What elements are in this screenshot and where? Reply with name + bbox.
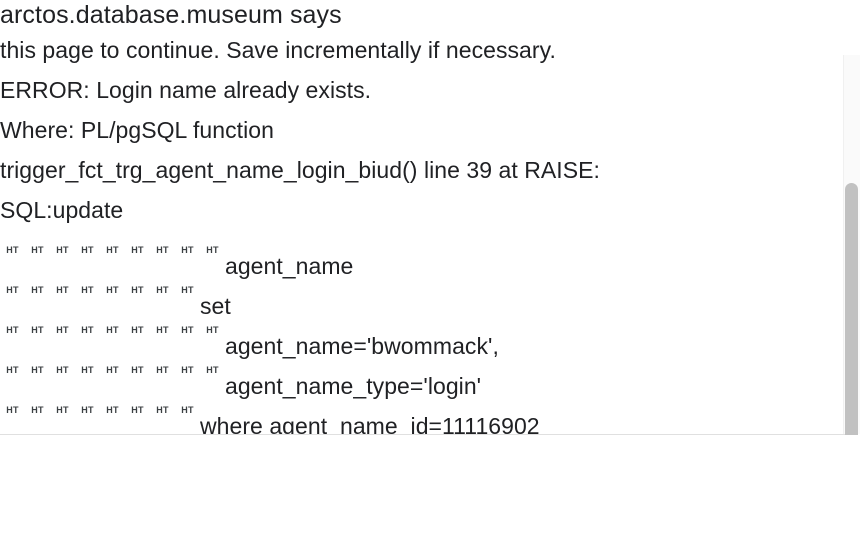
horizontal-tab-icon: HT [106,325,119,335]
dialog-title: arctos.database.museum says [0,1,342,29]
horizontal-tab-icon: HT [106,365,119,375]
horizontal-tab-icon: HT [206,245,219,255]
message-line-text: where agent_name_id=11116902 [200,413,540,434]
horizontal-tab-icon: HT [81,405,94,415]
horizontal-tab-icon: HT [156,325,169,335]
message-line: HT HT HT HT HT HT HT HT where agent_name_id=1111… [0,390,830,434]
horizontal-tab-icon: HT [131,285,144,295]
message-line: trigger_fct_trg_agent_name_login_biud() … [0,150,830,190]
vertical-scrollbar-track[interactable] [843,55,860,485]
message-line-text: this page to continue. Save incrementall… [0,37,556,63]
horizontal-tab-icon: HT [181,405,194,415]
horizontal-tab-icon: HT [31,405,44,415]
dialog-message-text: this page to continue. Save incrementall… [0,36,830,434]
horizontal-tab-icon: HT [31,285,44,295]
horizontal-tab-icon: HT [181,325,194,335]
message-line: HT HT HT HT HT HT HT HT HT agent_name [0,230,830,279]
message-line: ERROR: Login name already exists. [0,70,830,110]
horizontal-tab-icon: HT [106,405,119,415]
horizontal-tab-icon: HT [6,325,19,335]
tab-control-glyphs: HT HT HT HT HT HT HT HT HT [0,350,225,406]
vertical-scrollbar-thumb[interactable] [845,183,858,485]
horizontal-tab-icon: HT [56,285,69,295]
horizontal-tab-icon: HT [156,365,169,375]
message-line: HT HT HT HT HT HT HT HT HT agent_name_type='login… [0,350,830,399]
message-line: this page to continue. Save incrementall… [0,36,830,70]
horizontal-tab-icon: HT [31,325,44,335]
message-line-text: agent_name_type='login' [225,373,482,399]
horizontal-tab-icon: HT [181,285,194,295]
horizontal-tab-icon: HT [31,245,44,255]
horizontal-tab-icon: HT [156,245,169,255]
horizontal-tab-icon: HT [106,285,119,295]
horizontal-tab-icon: HT [6,285,19,295]
message-line-text: trigger_fct_trg_agent_name_login_biud() … [0,157,600,183]
horizontal-tab-icon: HT [6,365,19,375]
message-line-text: set [200,293,231,319]
horizontal-tab-icon: HT [156,285,169,295]
horizontal-tab-icon: HT [81,325,94,335]
message-line-text: SQL:update [0,197,124,223]
message-line-text: Where: PL/pgSQL function [0,117,274,143]
horizontal-tab-icon: HT [181,365,194,375]
horizontal-tab-icon: HT [6,405,19,415]
message-line: SQL:update [0,190,830,230]
horizontal-tab-icon: HT [81,285,94,295]
message-line: Where: PL/pgSQL function [0,110,830,150]
horizontal-tab-icon: HT [206,325,219,335]
horizontal-tab-icon: HT [56,245,69,255]
horizontal-tab-icon: HT [131,405,144,415]
horizontal-tab-icon: HT [56,325,69,335]
horizontal-tab-icon: HT [56,365,69,375]
message-line-text: agent_name [225,253,354,279]
message-line: HT HT HT HT HT HT HT HT HT agent_name='bwommack', [0,310,830,359]
horizontal-tab-icon: HT [6,245,19,255]
message-line: HT HT HT HT HT HT HT HT set [0,270,830,319]
horizontal-tab-icon: HT [156,405,169,415]
horizontal-tab-icon: HT [131,245,144,255]
horizontal-tab-icon: HT [81,245,94,255]
tab-control-glyphs: HT HT HT HT HT HT HT HT [0,390,200,434]
horizontal-tab-icon: HT [56,405,69,415]
tab-control-glyphs: HT HT HT HT HT HT HT HT [0,270,200,326]
tab-control-glyphs: HT HT HT HT HT HT HT HT HT [0,230,225,286]
horizontal-tab-icon: HT [181,245,194,255]
horizontal-tab-icon: HT [206,365,219,375]
dialog-message-scroll-area[interactable]: this page to continue. Save incrementall… [0,36,860,434]
horizontal-tab-icon: HT [106,245,119,255]
dialog-divider [0,434,845,435]
horizontal-tab-icon: HT [31,365,44,375]
dialog-button-row: OK [0,435,860,541]
horizontal-tab-icon: HT [81,365,94,375]
horizontal-tab-icon: HT [131,365,144,375]
tab-control-glyphs: HT HT HT HT HT HT HT HT HT [0,310,225,366]
message-line-text: agent_name='bwommack', [225,333,499,359]
horizontal-tab-icon: HT [131,325,144,335]
message-line-text: ERROR: Login name already exists. [0,77,372,103]
